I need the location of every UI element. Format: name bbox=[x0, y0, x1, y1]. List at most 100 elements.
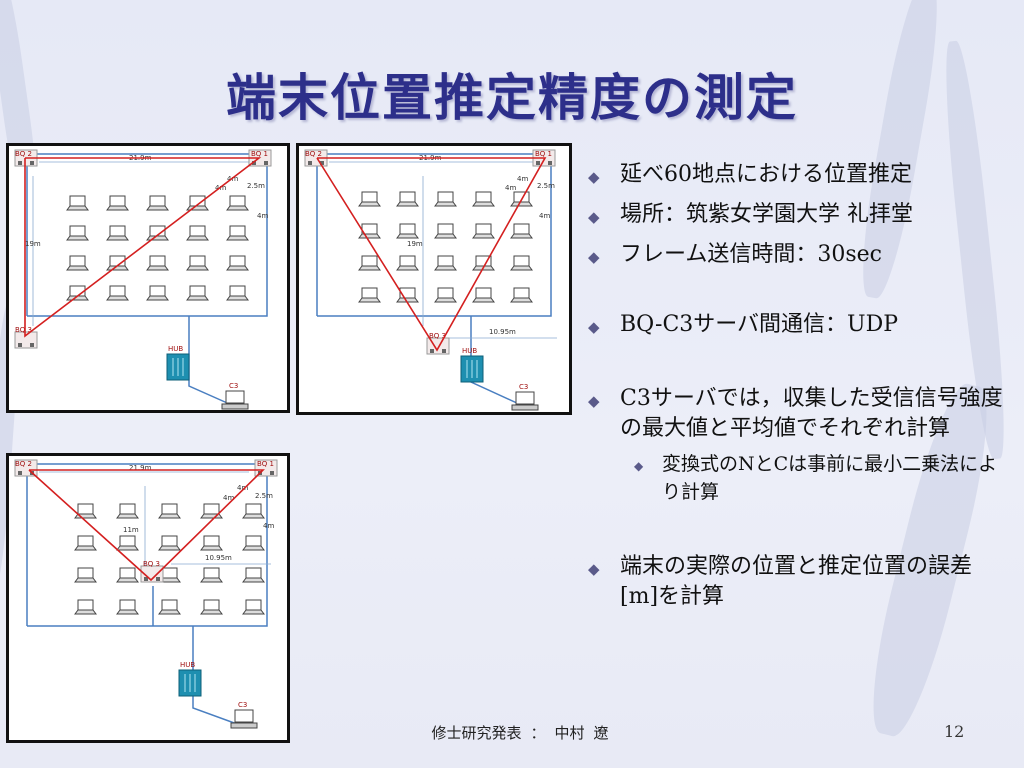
laptop-screen-icon bbox=[361, 287, 378, 299]
laptop-screen-icon bbox=[437, 191, 454, 203]
laptop-base-icon bbox=[74, 545, 97, 551]
beacon-port-icon bbox=[18, 161, 22, 165]
beacon-label: BQ 1 bbox=[251, 150, 268, 158]
room-cable-line bbox=[26, 463, 268, 627]
beacon-label: BQ 2 bbox=[305, 150, 322, 158]
spacing-label: 4m bbox=[223, 494, 234, 502]
depth-dimension-label: 19m bbox=[25, 240, 41, 248]
laptop-base-icon bbox=[66, 295, 89, 301]
server-label: C3 bbox=[238, 701, 247, 709]
laptop-base-icon bbox=[158, 513, 181, 519]
laptop-screen-icon bbox=[245, 567, 262, 579]
laptop-base-icon bbox=[200, 609, 223, 615]
laptop-base-icon bbox=[226, 265, 249, 271]
laptop-base-icon bbox=[116, 577, 139, 583]
server-label: C3 bbox=[229, 382, 238, 390]
laptop-screen-icon bbox=[229, 225, 246, 237]
laptop-screen-icon bbox=[109, 195, 126, 207]
laptop-base-icon bbox=[66, 205, 89, 211]
page-number: 12 bbox=[944, 722, 965, 741]
beacon-label: BQ 2 bbox=[15, 150, 32, 158]
laptop-base-icon bbox=[396, 201, 419, 207]
laptop-screen-icon bbox=[77, 503, 94, 515]
beacon-port-icon bbox=[442, 349, 446, 353]
beacon-label: BQ 1 bbox=[257, 460, 274, 468]
laptop-screen-icon bbox=[69, 285, 86, 297]
laptop-base-icon bbox=[226, 295, 249, 301]
laptop-base-icon bbox=[510, 265, 533, 271]
laptop-screen-icon bbox=[437, 223, 454, 235]
laptop-base-icon bbox=[242, 513, 265, 519]
server-monitor-icon bbox=[225, 390, 245, 404]
bullet-list: ◆ 延べ60地点における位置推定 ◆ 場所：筑紫女学園大学 礼拝堂 ◆ フレーム… bbox=[580, 160, 1010, 612]
laptop-base-icon bbox=[358, 201, 381, 207]
hub-label: HUB bbox=[168, 345, 183, 353]
beacon-port-icon bbox=[18, 471, 22, 475]
route-line bbox=[28, 469, 265, 582]
spacing-label: 4m bbox=[517, 175, 528, 183]
laptop-base-icon bbox=[106, 235, 129, 241]
sub-bullet-item: ◆ 変換式のNとCは事前に最小二乗法により計算 bbox=[580, 450, 1010, 506]
server-keyboard-icon bbox=[511, 404, 539, 411]
laptop-base-icon bbox=[434, 201, 457, 207]
laptop-base-icon bbox=[200, 513, 223, 519]
laptop-screen-icon bbox=[475, 287, 492, 299]
laptop-base-icon bbox=[158, 609, 181, 615]
width-dimension-label: 21.9m bbox=[129, 464, 152, 472]
laptop-base-icon bbox=[200, 545, 223, 551]
laptop-screen-icon bbox=[245, 535, 262, 547]
beacon-port-icon bbox=[270, 471, 274, 475]
bullet-text: C3サーバでは，収集した受信信号強度の最大値と平均値でそれぞれ計算 bbox=[620, 386, 1003, 441]
laptop-screen-icon bbox=[475, 191, 492, 203]
laptop-base-icon bbox=[66, 235, 89, 241]
bullet-item: ◆ フレーム送信時間：30sec bbox=[580, 240, 1010, 270]
beacon-label: BQ 2 bbox=[15, 460, 32, 468]
beacon-label: BQ 3 bbox=[429, 332, 446, 340]
spacing-label: 4m bbox=[263, 522, 274, 530]
laptop-screen-icon bbox=[119, 567, 136, 579]
beacon-port-icon bbox=[30, 343, 34, 347]
bullet-item: ◆ BQ-C3サーバ間通信：UDP bbox=[580, 310, 1010, 340]
bullet-text: BQ-C3サーバ間通信：UDP bbox=[620, 312, 899, 337]
laptop-screen-icon bbox=[361, 255, 378, 267]
bullet-item: ◆ 端末の実際の位置と推定位置の誤差[m]を計算 bbox=[580, 552, 1010, 612]
laptop-base-icon bbox=[472, 233, 495, 239]
laptop-base-icon bbox=[146, 205, 169, 211]
laptop-base-icon bbox=[186, 265, 209, 271]
bullet-text: 延べ60地点における位置推定 bbox=[620, 162, 912, 187]
laptop-base-icon bbox=[66, 265, 89, 271]
laptop-screen-icon bbox=[229, 255, 246, 267]
slide-title: 端末位置推定精度の測定 bbox=[226, 69, 798, 127]
beacon-port-icon bbox=[264, 161, 268, 165]
laptop-screen-icon bbox=[161, 599, 178, 611]
laptop-screen-icon bbox=[161, 535, 178, 547]
spacing-label: 4m bbox=[257, 212, 268, 220]
sub-bullet-text: 変換式のNとCは事前に最小二乗法により計算 bbox=[662, 453, 998, 503]
laptop-screen-icon bbox=[513, 255, 530, 267]
laptop-base-icon bbox=[358, 265, 381, 271]
laptop-base-icon bbox=[186, 235, 209, 241]
laptop-screen-icon bbox=[399, 223, 416, 235]
beacon-label: BQ 3 bbox=[15, 326, 32, 334]
diamond-bullet-icon: ◆ bbox=[588, 168, 600, 186]
laptop-base-icon bbox=[358, 297, 381, 303]
laptop-screen-icon bbox=[77, 567, 94, 579]
laptop-base-icon bbox=[396, 265, 419, 271]
laptop-screen-icon bbox=[119, 599, 136, 611]
bullet-text: フレーム送信時間：30sec bbox=[620, 242, 882, 267]
server-label: C3 bbox=[519, 383, 528, 391]
laptop-base-icon bbox=[158, 545, 181, 551]
laptop-base-icon bbox=[116, 609, 139, 615]
diamond-bullet-icon: ◆ bbox=[588, 392, 600, 410]
beacon-port-icon bbox=[430, 349, 434, 353]
laptop-base-icon bbox=[146, 265, 169, 271]
laptop-screen-icon bbox=[203, 599, 220, 611]
spacing-label: 4m bbox=[539, 212, 550, 220]
hub-offset-label: 10.95m bbox=[205, 554, 232, 562]
beacon-port-icon bbox=[18, 343, 22, 347]
laptop-screen-icon bbox=[149, 285, 166, 297]
bullet-text: 場所：筑紫女学園大学 礼拝堂 bbox=[620, 202, 913, 227]
laptop-screen-icon bbox=[229, 285, 246, 297]
laptop-screen-icon bbox=[189, 225, 206, 237]
